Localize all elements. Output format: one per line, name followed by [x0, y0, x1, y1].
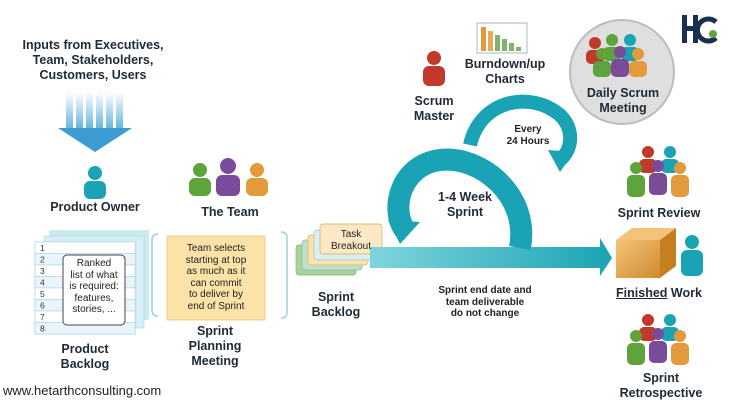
- sprint-cycle-label: 1-4 Week Sprint: [438, 190, 492, 219]
- logo-mark: [682, 15, 718, 44]
- company-logo: [680, 12, 720, 46]
- backlog-row-number: 4: [40, 278, 45, 288]
- daily-scrum-circle: [569, 19, 675, 125]
- inputs-label: Inputs from Executives, Team, Stakeholde…: [22, 38, 164, 82]
- scrum-master-person-icon: [423, 51, 445, 86]
- finished-work-label: Finished Work: [604, 286, 714, 301]
- sprint-review-label: Sprint Review: [617, 206, 701, 220]
- finished-work-person-icon: [681, 235, 703, 276]
- backlog-row-number: 8: [40, 324, 45, 334]
- product-backlog-stack: 1 23 45 67 8: [34, 230, 149, 335]
- sprint-backlog-stack: [295, 223, 383, 276]
- backlog-note: Ranked list of what is required: feature…: [69, 258, 119, 315]
- task-breakout-label: Task Breakout: [330, 229, 372, 252]
- finished-work-box-icon: [616, 228, 676, 278]
- backlog-row-number: 7: [40, 312, 45, 322]
- sprint-backlog-label: Sprint Backlog: [311, 290, 361, 319]
- backlog-row-number: 5: [40, 289, 45, 299]
- sprint-flow-arrow: [370, 94, 612, 276]
- backlog-row: [34, 241, 136, 254]
- website-url: www.hetarthconsulting.com: [3, 383, 162, 398]
- team-people-icon: [189, 158, 268, 196]
- backlog-row-number: 6: [40, 301, 45, 311]
- sprint-planning-note: [151, 231, 288, 321]
- backlog-row-number: 3: [40, 266, 45, 276]
- product-backlog-label: Product Backlog: [60, 342, 110, 371]
- sprint-planning-label: Sprint Planning Meeting: [188, 324, 242, 368]
- input-arrows: [58, 92, 132, 152]
- product-owner-label: Product Owner: [50, 200, 140, 214]
- backlog-row-number: 1: [40, 243, 45, 253]
- work-word: Work: [667, 286, 702, 300]
- burndown-chart-icon: [476, 22, 528, 54]
- the-team-label: The Team: [201, 205, 259, 219]
- product-owner-person-icon: [84, 166, 106, 199]
- daily-scrum-label: Daily Scrum Meeting: [586, 86, 660, 115]
- every-24-hours-label: Every 24 Hours: [506, 124, 550, 147]
- burndown-label: Burndown/up Charts: [464, 57, 546, 86]
- finished-word: Finished: [616, 286, 668, 300]
- sprint-end-label: Sprint end date and team deliverable do …: [438, 285, 532, 319]
- sprint-review-people-icon: [627, 146, 689, 197]
- scrum-master-label: Scrum Master: [413, 94, 455, 123]
- retrospective-label: Sprint Retrospective: [619, 371, 703, 400]
- backlog-row-number: 2: [40, 255, 45, 265]
- retrospective-people-icon: [627, 314, 689, 365]
- planning-note: Team selects starting at top as much as …: [185, 243, 247, 312]
